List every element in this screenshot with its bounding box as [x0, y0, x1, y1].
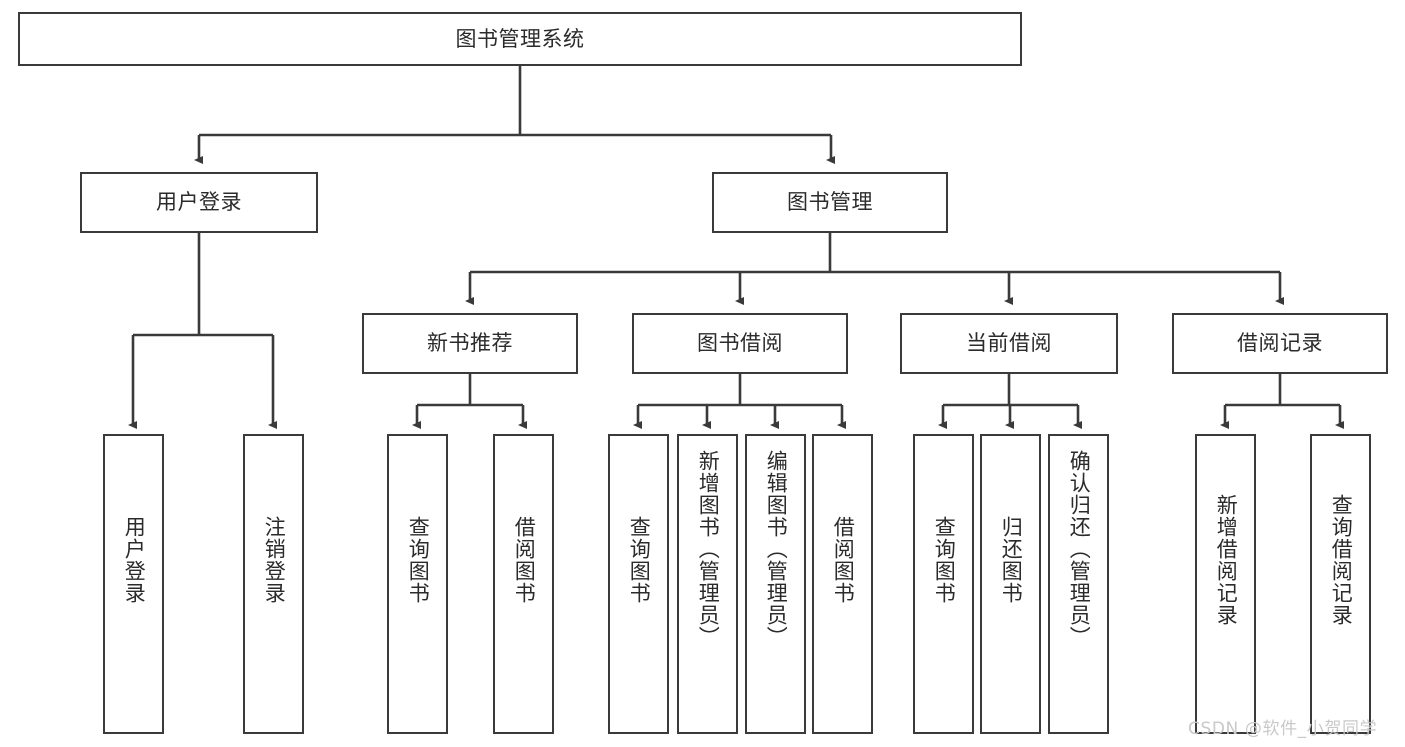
node-book-borrow[interactable]: 图书借阅 — [632, 313, 848, 374]
watermark: CSDN @软件_小贺同学 — [1188, 719, 1378, 739]
leaf-book-borrow-add-label: 新增图书（管理员） — [696, 450, 721, 648]
leaf-current-borrow-return[interactable]: 归还图书 — [980, 434, 1041, 734]
leaf-book-borrow-query-label: 查询图书 — [627, 516, 652, 604]
leaf-user-login-signout[interactable]: 注销登录 — [243, 434, 304, 734]
node-user-login-label: 用户登录 — [156, 190, 242, 215]
leaf-new-book-borrow[interactable]: 借阅图书 — [493, 434, 554, 734]
leaf-user-login-signin-label: 用户登录 — [122, 516, 147, 604]
node-current-borrow-label: 当前借阅 — [966, 331, 1052, 356]
leaf-borrow-record-query-label: 查询借阅记录 — [1329, 494, 1354, 626]
leaf-borrow-record-add[interactable]: 新增借阅记录 — [1195, 434, 1256, 734]
node-new-book-recommend[interactable]: 新书推荐 — [362, 313, 578, 374]
leaf-current-borrow-query[interactable]: 查询图书 — [913, 434, 974, 734]
leaf-current-borrow-confirm[interactable]: 确认归还（管理员） — [1048, 434, 1109, 734]
node-borrow-record[interactable]: 借阅记录 — [1172, 313, 1388, 374]
node-root-label: 图书管理系统 — [455, 26, 585, 51]
leaf-book-borrow-borrow-label: 借阅图书 — [831, 516, 856, 604]
node-user-login[interactable]: 用户登录 — [80, 172, 318, 233]
node-new-book-recommend-label: 新书推荐 — [427, 331, 513, 356]
node-current-borrow[interactable]: 当前借阅 — [900, 313, 1118, 374]
leaf-book-borrow-add[interactable]: 新增图书（管理员） — [677, 434, 738, 734]
leaf-new-book-query-label: 查询图书 — [406, 516, 431, 604]
leaf-new-book-borrow-label: 借阅图书 — [512, 516, 537, 604]
leaf-current-borrow-confirm-label: 确认归还（管理员） — [1067, 450, 1092, 648]
leaf-user-login-signout-label: 注销登录 — [262, 516, 287, 604]
leaf-book-borrow-edit-label: 编辑图书（管理员） — [764, 450, 789, 648]
leaf-new-book-query[interactable]: 查询图书 — [387, 434, 448, 734]
node-borrow-record-label: 借阅记录 — [1237, 331, 1323, 356]
leaf-current-borrow-return-label: 归还图书 — [999, 516, 1024, 604]
leaf-user-login-signin[interactable]: 用户登录 — [103, 434, 164, 734]
leaf-book-borrow-borrow[interactable]: 借阅图书 — [812, 434, 873, 734]
node-root[interactable]: 图书管理系统 — [18, 12, 1022, 66]
node-book-management[interactable]: 图书管理 — [712, 172, 948, 233]
node-book-management-label: 图书管理 — [787, 190, 873, 215]
leaf-borrow-record-add-label: 新增借阅记录 — [1214, 494, 1239, 626]
leaf-borrow-record-query[interactable]: 查询借阅记录 — [1310, 434, 1371, 734]
node-book-borrow-label: 图书借阅 — [697, 331, 783, 356]
leaf-book-borrow-edit[interactable]: 编辑图书（管理员） — [745, 434, 806, 734]
leaf-current-borrow-query-label: 查询图书 — [932, 516, 957, 604]
leaf-book-borrow-query[interactable]: 查询图书 — [608, 434, 669, 734]
